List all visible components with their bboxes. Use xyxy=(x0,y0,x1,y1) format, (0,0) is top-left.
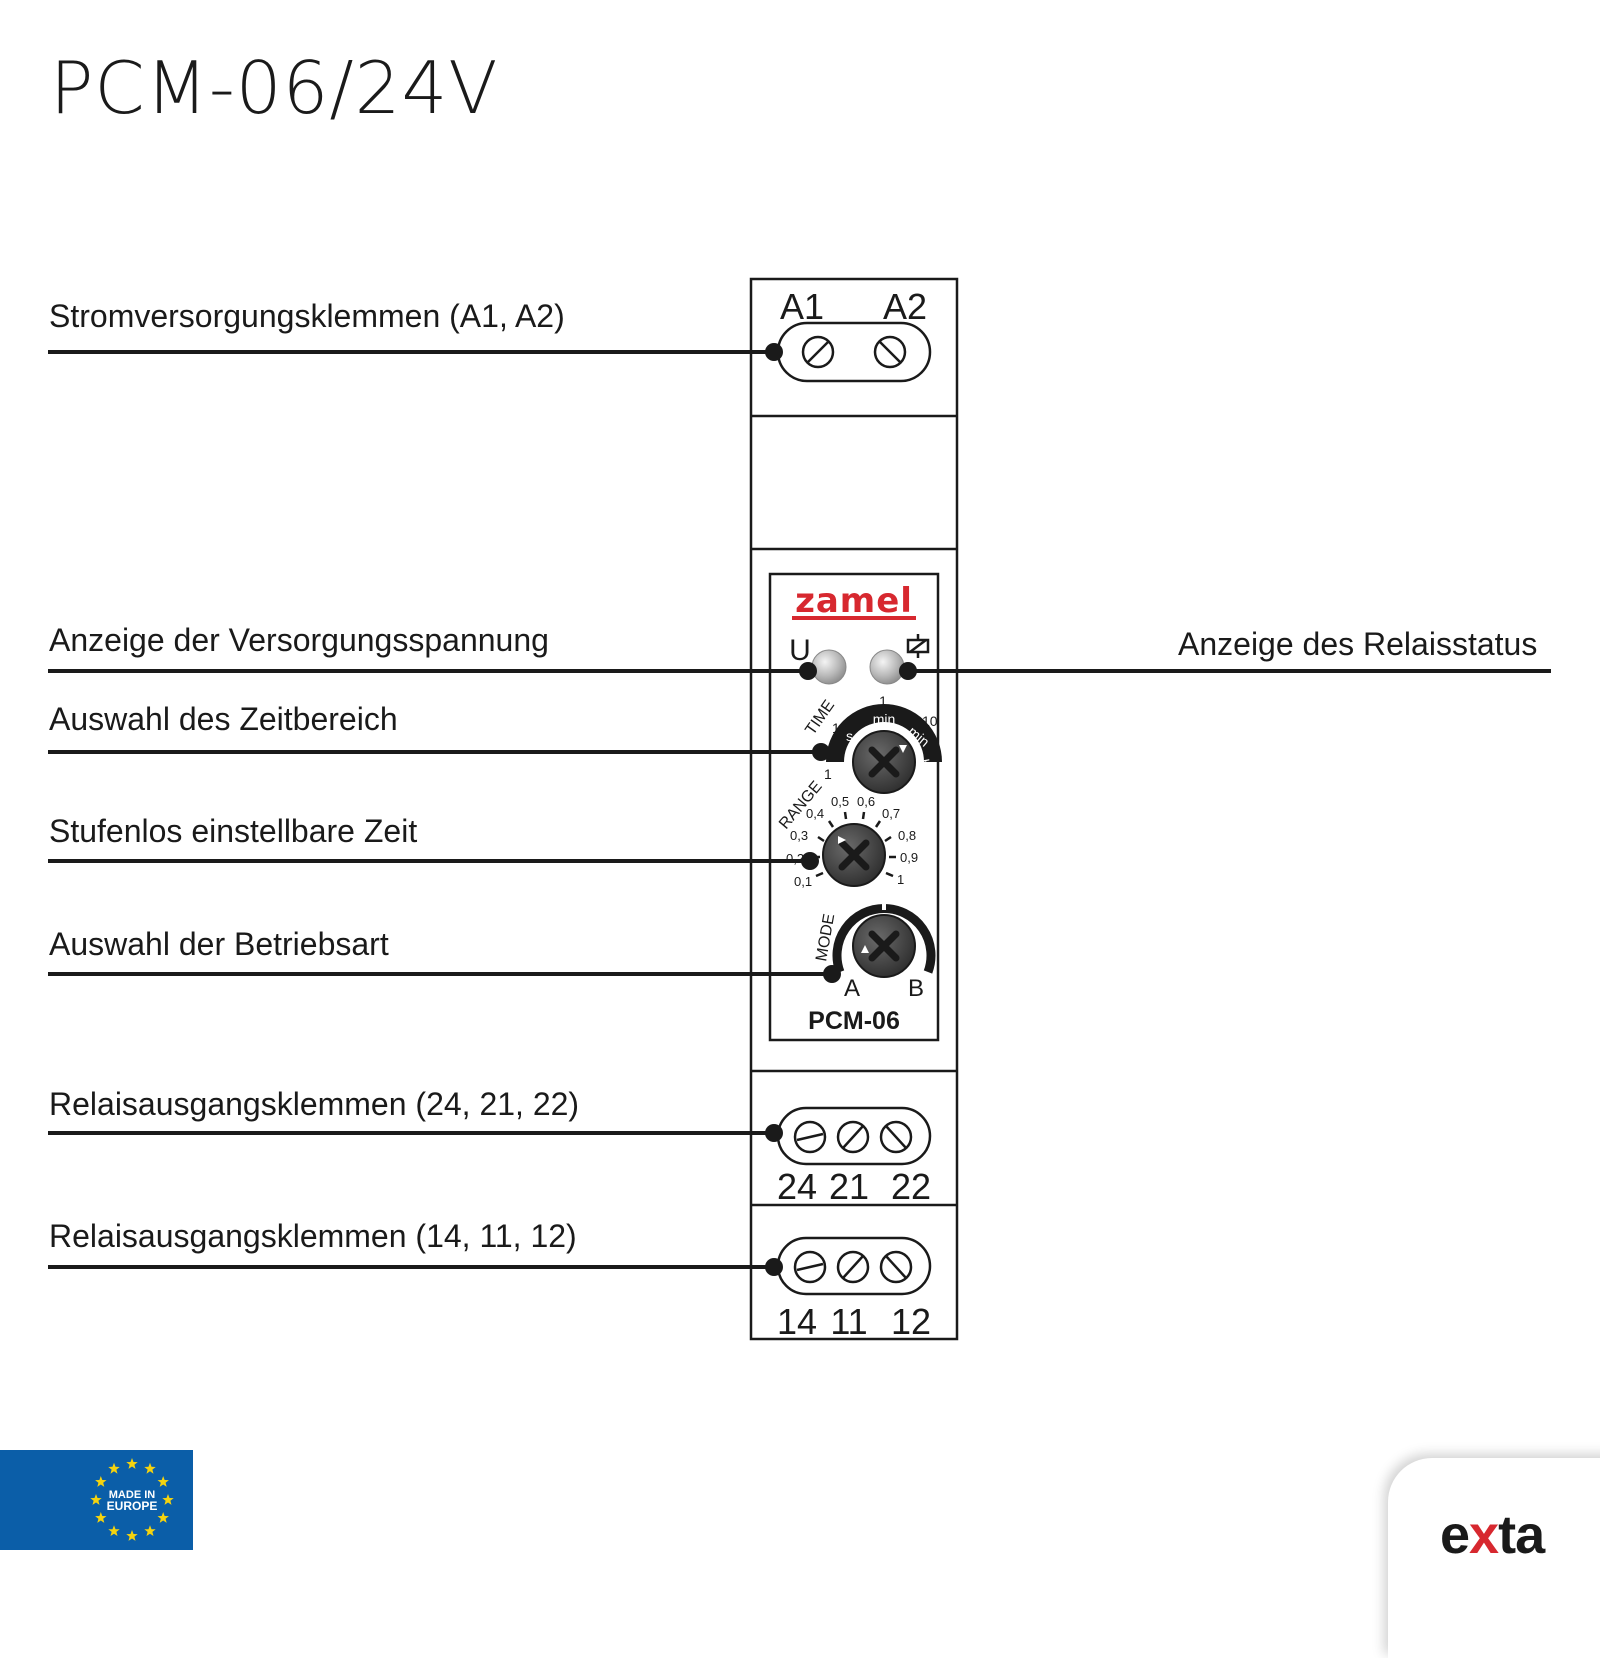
device-housing xyxy=(749,277,959,1341)
eu-star-icon xyxy=(95,1476,107,1487)
time-unit-s-1: s xyxy=(838,759,845,775)
time-tick-1min: 1 xyxy=(879,693,887,709)
time-range-knob[interactable] xyxy=(852,730,916,794)
time-tick-10s: 10 xyxy=(832,720,848,736)
callout-mode-selector: Auswahl der Betriebsart xyxy=(49,926,389,962)
mode-option-b: B xyxy=(908,975,924,1002)
exta-logo-x: x xyxy=(1469,1505,1499,1565)
time-tick-1s: 1 xyxy=(824,766,832,782)
mode-option-a: A xyxy=(844,975,860,1002)
eu-star-icon xyxy=(162,1494,174,1505)
range-knob[interactable] xyxy=(822,823,886,887)
device-diagram: A1 A2 zamel U TIME 1 10 1 10 s s min xyxy=(48,277,1551,1342)
eu-star-icon xyxy=(90,1494,102,1505)
eu-star-icon xyxy=(126,1458,138,1469)
relay-terminal-block-2: 24 21 22 xyxy=(776,1106,932,1207)
terminal-label-a1: A1 xyxy=(780,286,824,327)
terminal-housing-top xyxy=(776,321,932,383)
supply-led xyxy=(811,649,847,685)
screw-a2-icon[interactable] xyxy=(873,335,907,369)
screw-11-icon[interactable] xyxy=(836,1250,870,1284)
eu-star-icon xyxy=(108,1462,120,1474)
relay-terminal-block-1: 14 11 12 xyxy=(776,1236,932,1342)
terminal-label-11: 11 xyxy=(830,1301,867,1342)
time-range-dial: TIME 1 10 1 10 s s min min h xyxy=(802,693,942,794)
callout-relay-indicator: Anzeige des Relaisstatus xyxy=(1178,626,1538,662)
screw-21-icon[interactable] xyxy=(836,1120,870,1154)
callout-relay-terminals-2: Relaisausgangsklemmen (24, 21, 22) xyxy=(49,1086,580,1122)
eu-star-icon xyxy=(126,1530,138,1541)
mode-knob[interactable] xyxy=(852,914,916,978)
screw-12-icon[interactable] xyxy=(879,1250,913,1284)
brand-wordmark: zamel xyxy=(795,581,913,621)
relay-led xyxy=(869,649,905,685)
made-in-europe-badge: MADE IN EUROPE xyxy=(0,1450,193,1550)
terminal-label-21: 21 xyxy=(829,1166,869,1207)
eu-star-icon xyxy=(157,1512,169,1523)
power-terminal-block: A1 A2 xyxy=(776,286,932,383)
mode-dial: MODE A B xyxy=(813,896,936,1002)
callout-power-terminals: Stromversorgungsklemmen (A1, A2) xyxy=(49,298,565,334)
badge-line-1: MADE IN xyxy=(109,1489,156,1501)
zamel-logo: zamel xyxy=(792,581,916,621)
screw-24-icon[interactable] xyxy=(793,1120,827,1154)
terminal-label-a2: A2 xyxy=(883,286,927,327)
range-tick-0-7: 0,7 xyxy=(882,806,900,821)
callout-relay-terminals-1: Relaisausgangsklemmen (14, 11, 12) xyxy=(49,1218,577,1254)
terminal-label-22: 22 xyxy=(891,1166,931,1207)
eu-star-icon xyxy=(108,1525,120,1536)
page-title: PCM-06/24V xyxy=(50,46,499,130)
time-unit-s-2: s xyxy=(846,728,853,744)
terminal-label-14: 14 xyxy=(777,1301,817,1342)
range-tick-0-6: 0,6 xyxy=(857,794,875,809)
leader-lines xyxy=(48,350,1551,1269)
range-tick-0-8: 0,8 xyxy=(898,828,916,843)
eu-stars-icon: MADE IN EUROPE xyxy=(90,1458,174,1541)
time-unit-min-1: min xyxy=(873,711,896,727)
eu-star-icon xyxy=(157,1476,169,1487)
terminal-label-12: 12 xyxy=(891,1301,931,1342)
range-tick-0-9: 0,9 xyxy=(900,850,918,865)
terminal-label-24: 24 xyxy=(777,1166,817,1207)
eu-star-icon xyxy=(144,1462,156,1474)
range-tick-0-4: 0,4 xyxy=(806,806,824,821)
range-tick-0-5: 0,5 xyxy=(831,794,849,809)
callout-time-adjust: Stufenlos einstellbare Zeit xyxy=(49,813,418,849)
range-tick-0-1: 0,1 xyxy=(794,874,812,889)
time-tick-10min: 10 xyxy=(922,713,938,729)
led-supply-label: U xyxy=(789,634,811,667)
exta-logo: exta xyxy=(1440,1505,1545,1565)
badge-line-2: EUROPE xyxy=(107,1499,158,1513)
callout-time-range-selector: Auswahl des Zeitbereich xyxy=(49,701,398,737)
relay-coil-icon xyxy=(906,634,930,658)
screw-14-icon[interactable] xyxy=(793,1250,827,1284)
range-tick-1: 1 xyxy=(897,872,904,887)
device-model-label: PCM-06 xyxy=(808,1007,900,1035)
eu-star-icon xyxy=(95,1512,107,1523)
callout-supply-indicator: Anzeige der Versorgungsspannung xyxy=(49,622,549,658)
screw-22-icon[interactable] xyxy=(879,1120,913,1154)
exta-logo-e: e xyxy=(1440,1505,1470,1565)
leader-dots xyxy=(765,343,917,1276)
exta-logo-ta: ta xyxy=(1498,1505,1545,1565)
time-unit-h: h xyxy=(916,758,933,768)
eu-star-icon xyxy=(144,1525,156,1536)
screw-a1-icon[interactable] xyxy=(801,335,835,369)
range-dial: RANGE 0,1 0,2 0,3 0,4 0,5 0,6 0,7 0,8 0,… xyxy=(776,778,918,889)
range-tick-0-3: 0,3 xyxy=(790,828,808,843)
